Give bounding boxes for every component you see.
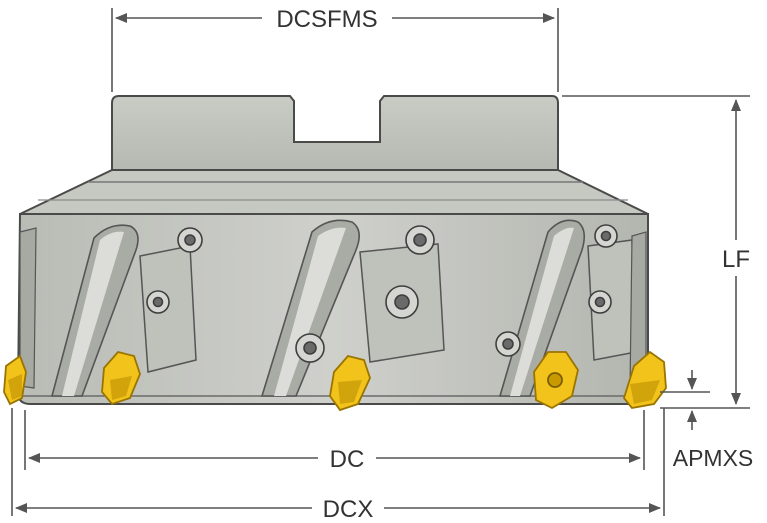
left-edge-panel <box>19 227 37 389</box>
label-dcx: DCX <box>323 496 374 523</box>
flute-highlight-3 <box>510 227 574 396</box>
flute-highlight-1 <box>62 231 124 396</box>
flute-highlight-2 <box>274 227 346 396</box>
insert-shadows <box>8 374 660 404</box>
screw-8 <box>588 290 612 314</box>
screw-4 <box>385 285 419 319</box>
screw-2 <box>146 290 170 314</box>
cutter-body <box>16 95 649 405</box>
screw-1 <box>177 227 203 253</box>
screw-7 <box>594 224 618 248</box>
insert-shadow-5 <box>630 380 660 404</box>
insert-shadow-3 <box>338 380 362 404</box>
dimension-lines <box>11 8 750 516</box>
flute-highlights <box>62 227 574 396</box>
label-lf: LF <box>722 246 750 273</box>
label-dc: DC <box>330 446 365 473</box>
insert-shadow-1 <box>8 374 22 400</box>
insert-shadow-2 <box>110 376 132 400</box>
screw-5 <box>295 333 325 363</box>
clamp-pockets <box>139 239 637 373</box>
label-dcsfms: DCSFMS <box>276 6 377 33</box>
dimension-labels: DCSFMS LF DC APMXS DCX <box>276 6 753 523</box>
screws <box>146 224 618 363</box>
screw-3 <box>405 225 435 255</box>
label-apmxs: APMXS <box>673 445 754 471</box>
cutter-shank <box>111 95 559 171</box>
cutter-taper <box>19 169 649 215</box>
insert-4-screw <box>547 372 563 388</box>
clamp-pocket-1 <box>139 245 197 373</box>
screw-6 <box>495 331 521 357</box>
